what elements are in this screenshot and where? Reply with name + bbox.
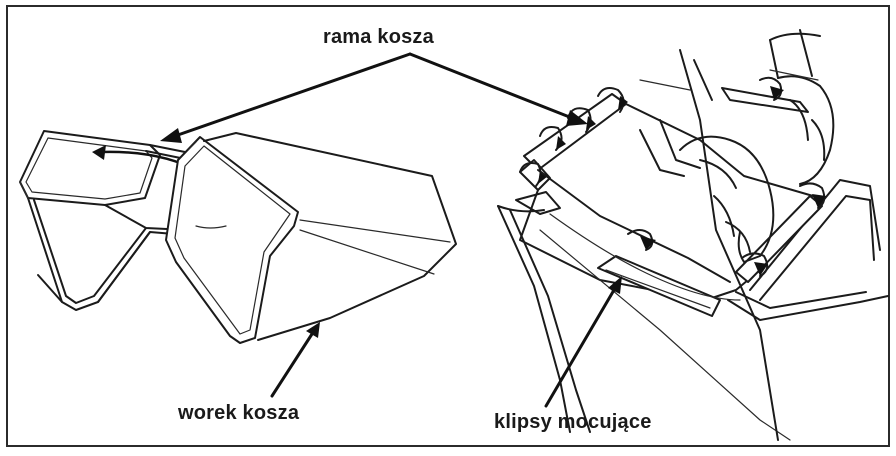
label-frame: rama kosza [323,26,434,48]
basket-bag [165,132,457,344]
arrow-frame-right [408,52,574,120]
figure-border [6,5,890,447]
basket-assembly [497,49,889,441]
arrow-frame-left [173,52,412,138]
callout-arrows [160,52,622,408]
label-bag: worek kosza [178,402,300,424]
label-clips: klipsy mocujące [494,411,652,433]
arrow-bag [270,332,314,398]
arrow-clips [544,288,616,408]
hands [639,29,835,263]
